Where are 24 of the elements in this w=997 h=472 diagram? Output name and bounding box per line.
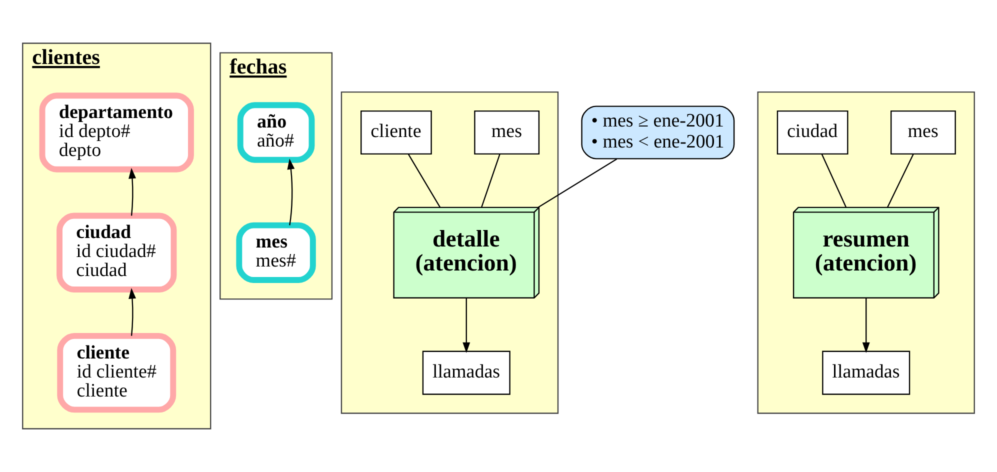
connector [408, 154, 441, 208]
node-box: mes [474, 110, 540, 154]
node-box: ciudad [776, 110, 848, 154]
node-box: año año# [237, 102, 315, 163]
arrow [287, 158, 295, 226]
connector [480, 154, 500, 208]
node-box: cliente id cliente# cliente [57, 332, 176, 413]
connector [821, 154, 847, 208]
node-box: mes [890, 110, 956, 154]
connector [887, 154, 914, 208]
node-box: cliente [360, 110, 432, 154]
node-box: mes mes# [236, 222, 316, 283]
arrow [862, 298, 870, 354]
node-box: llamadas [422, 350, 510, 395]
node-box: llamadas [822, 350, 910, 395]
connector [538, 158, 618, 208]
node-box: ciudad id ciudad# ciudad [56, 212, 177, 293]
arrow [462, 298, 470, 354]
cluster [340, 91, 559, 414]
node-box: departamento id depto# depto [39, 92, 194, 172]
cluster [757, 91, 975, 414]
node-box: • mes ≥ ene-2001 • mes < ene-2001 [581, 106, 735, 160]
arrow [128, 288, 136, 336]
arrow [128, 168, 136, 216]
